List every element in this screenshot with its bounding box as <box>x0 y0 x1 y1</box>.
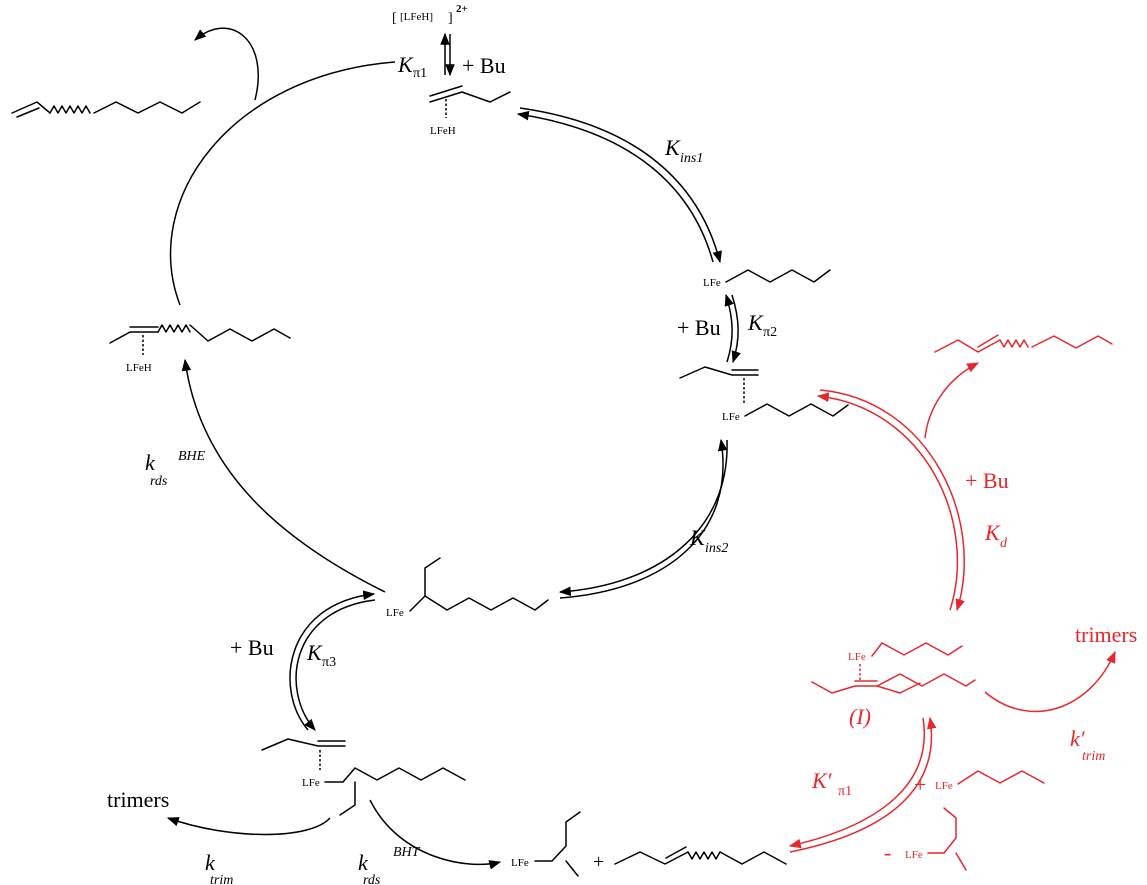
k-prime-pi1-main: K′ <box>811 768 833 793</box>
k-bhe-main: k <box>145 450 156 475</box>
red-butyl-chain <box>957 770 1045 785</box>
lfe-branched-alkyl: LFe <box>386 557 549 619</box>
arrow-kprime-pi1-forward <box>789 716 937 853</box>
lfeh-label-top: LFeH <box>430 125 456 137</box>
octene-product-top-left <box>11 101 201 118</box>
butene-lfe-butyl-complex: LFe <box>679 366 849 423</box>
k-trim-main: k <box>205 850 216 875</box>
k-bhe-sup: BHE <box>178 449 206 464</box>
lfe-sec-butyl: LFe <box>511 811 581 877</box>
arrow-ins2-forward <box>558 439 728 597</box>
k-pi2-main: K <box>747 310 764 335</box>
butene-lfe-alkyl-complex: LFe <box>261 738 466 816</box>
butene-lfeh-top: LFeH <box>429 85 511 137</box>
k-ins2-sub: ins2 <box>705 541 728 556</box>
k-pi1-main: K <box>397 52 414 77</box>
release-arrow <box>194 27 259 101</box>
k-bht-sub: rds <box>363 873 381 885</box>
red-sec-butyl-chain <box>927 807 957 854</box>
arc-bhe <box>181 358 386 593</box>
svg-text:]: ] <box>448 11 453 26</box>
lfe-label-alkyl: LFe <box>386 607 404 619</box>
reagent-bu-1: + Bu <box>462 53 506 78</box>
k-d-main: K <box>984 520 1001 545</box>
reagent-bu-3: + Bu <box>230 635 274 660</box>
trimers-right: trimers <box>1075 622 1137 647</box>
arrow-ins2-back <box>559 438 728 599</box>
k-ins1-sub: ins1 <box>680 151 703 166</box>
trimers-left: trimers <box>107 787 169 812</box>
octene-product-red-top <box>934 334 1113 353</box>
k-bht-sup: BHT <box>393 845 421 860</box>
k-trim-sub: trim <box>210 873 233 885</box>
main-cycle: [ [LFeH] ] 2+ K π1 + Bu LFeH <box>11 3 849 885</box>
dimer-branch: + Bu K d LFe (I) trimers k′ trim K′ π1 +… <box>788 334 1137 871</box>
octene-product-bottom <box>614 846 787 865</box>
reagent-bu-2: + Bu <box>677 315 721 340</box>
k-prime-trim-sub: trim <box>1082 749 1105 764</box>
k-bhe-sub: rds <box>150 474 168 489</box>
k-prime-trim-main: k′ <box>1070 726 1086 751</box>
arrow-pi3-forward <box>295 599 376 731</box>
red-sec-butyl-branch <box>955 852 967 871</box>
lfe-label-bottom-complex: LFe <box>302 777 320 789</box>
k-pi3-sub: π3 <box>322 655 336 670</box>
lfe-label-red-butyl: LFe <box>935 780 953 792</box>
k-bht-main: k <box>358 850 369 875</box>
arrow-kprime-pi1-back <box>788 717 925 849</box>
arc-left-upper <box>169 61 396 306</box>
lfe-butyl: LFe <box>703 269 831 289</box>
k-ins2-main: K <box>689 525 706 550</box>
top-complex: [ [LFeH] ] 2+ <box>392 3 468 26</box>
k-d-sub: d <box>1000 536 1008 551</box>
eq-arrow-pi2-down <box>731 294 741 364</box>
arrow-trim-left <box>166 817 331 836</box>
top-complex-label: [LFeH] <box>400 11 433 23</box>
lfeh-octene-complex: LFeH <box>109 324 291 374</box>
lfeh-label-left: LFeH <box>126 362 152 374</box>
reagent-bu-red: + Bu <box>965 468 1009 493</box>
lfe-label-butyl: LFe <box>703 277 721 289</box>
arrow-kd-back <box>816 392 959 611</box>
arrow-ins1-forward <box>519 107 722 264</box>
lfe-label-sec-butyl: LFe <box>511 857 529 869</box>
plus-bottom: + <box>593 851 604 873</box>
k-pi2-sub: π2 <box>763 325 777 340</box>
lfe-label-intermediate: LFe <box>848 651 866 663</box>
minus-red: - <box>884 840 891 865</box>
lfe-label-complex: LFe <box>722 411 740 423</box>
arrow-release-red <box>924 362 980 439</box>
intermediate-label: (I) <box>849 704 871 729</box>
arrow-pi3-back <box>289 590 376 731</box>
intermediate-I: LFe <box>811 642 976 694</box>
lfe-label-red-sec: LFe <box>905 849 923 861</box>
k-ins1-main: K <box>664 135 681 160</box>
eq-arrow-pi2-up <box>724 293 734 363</box>
arrow-ins1-back <box>516 110 714 263</box>
k-pi1-sub: π1 <box>413 66 427 81</box>
k-prime-pi1-sub: π1 <box>838 784 852 799</box>
arrow-bht <box>369 799 502 870</box>
arrow-trim-right <box>984 650 1116 713</box>
k-pi3-main: K <box>306 640 323 665</box>
plus-red: + <box>914 772 926 797</box>
top-complex-charge: 2+ <box>456 3 468 15</box>
arrow-kd-forward <box>819 389 965 612</box>
svg-text:[: [ <box>392 11 397 26</box>
